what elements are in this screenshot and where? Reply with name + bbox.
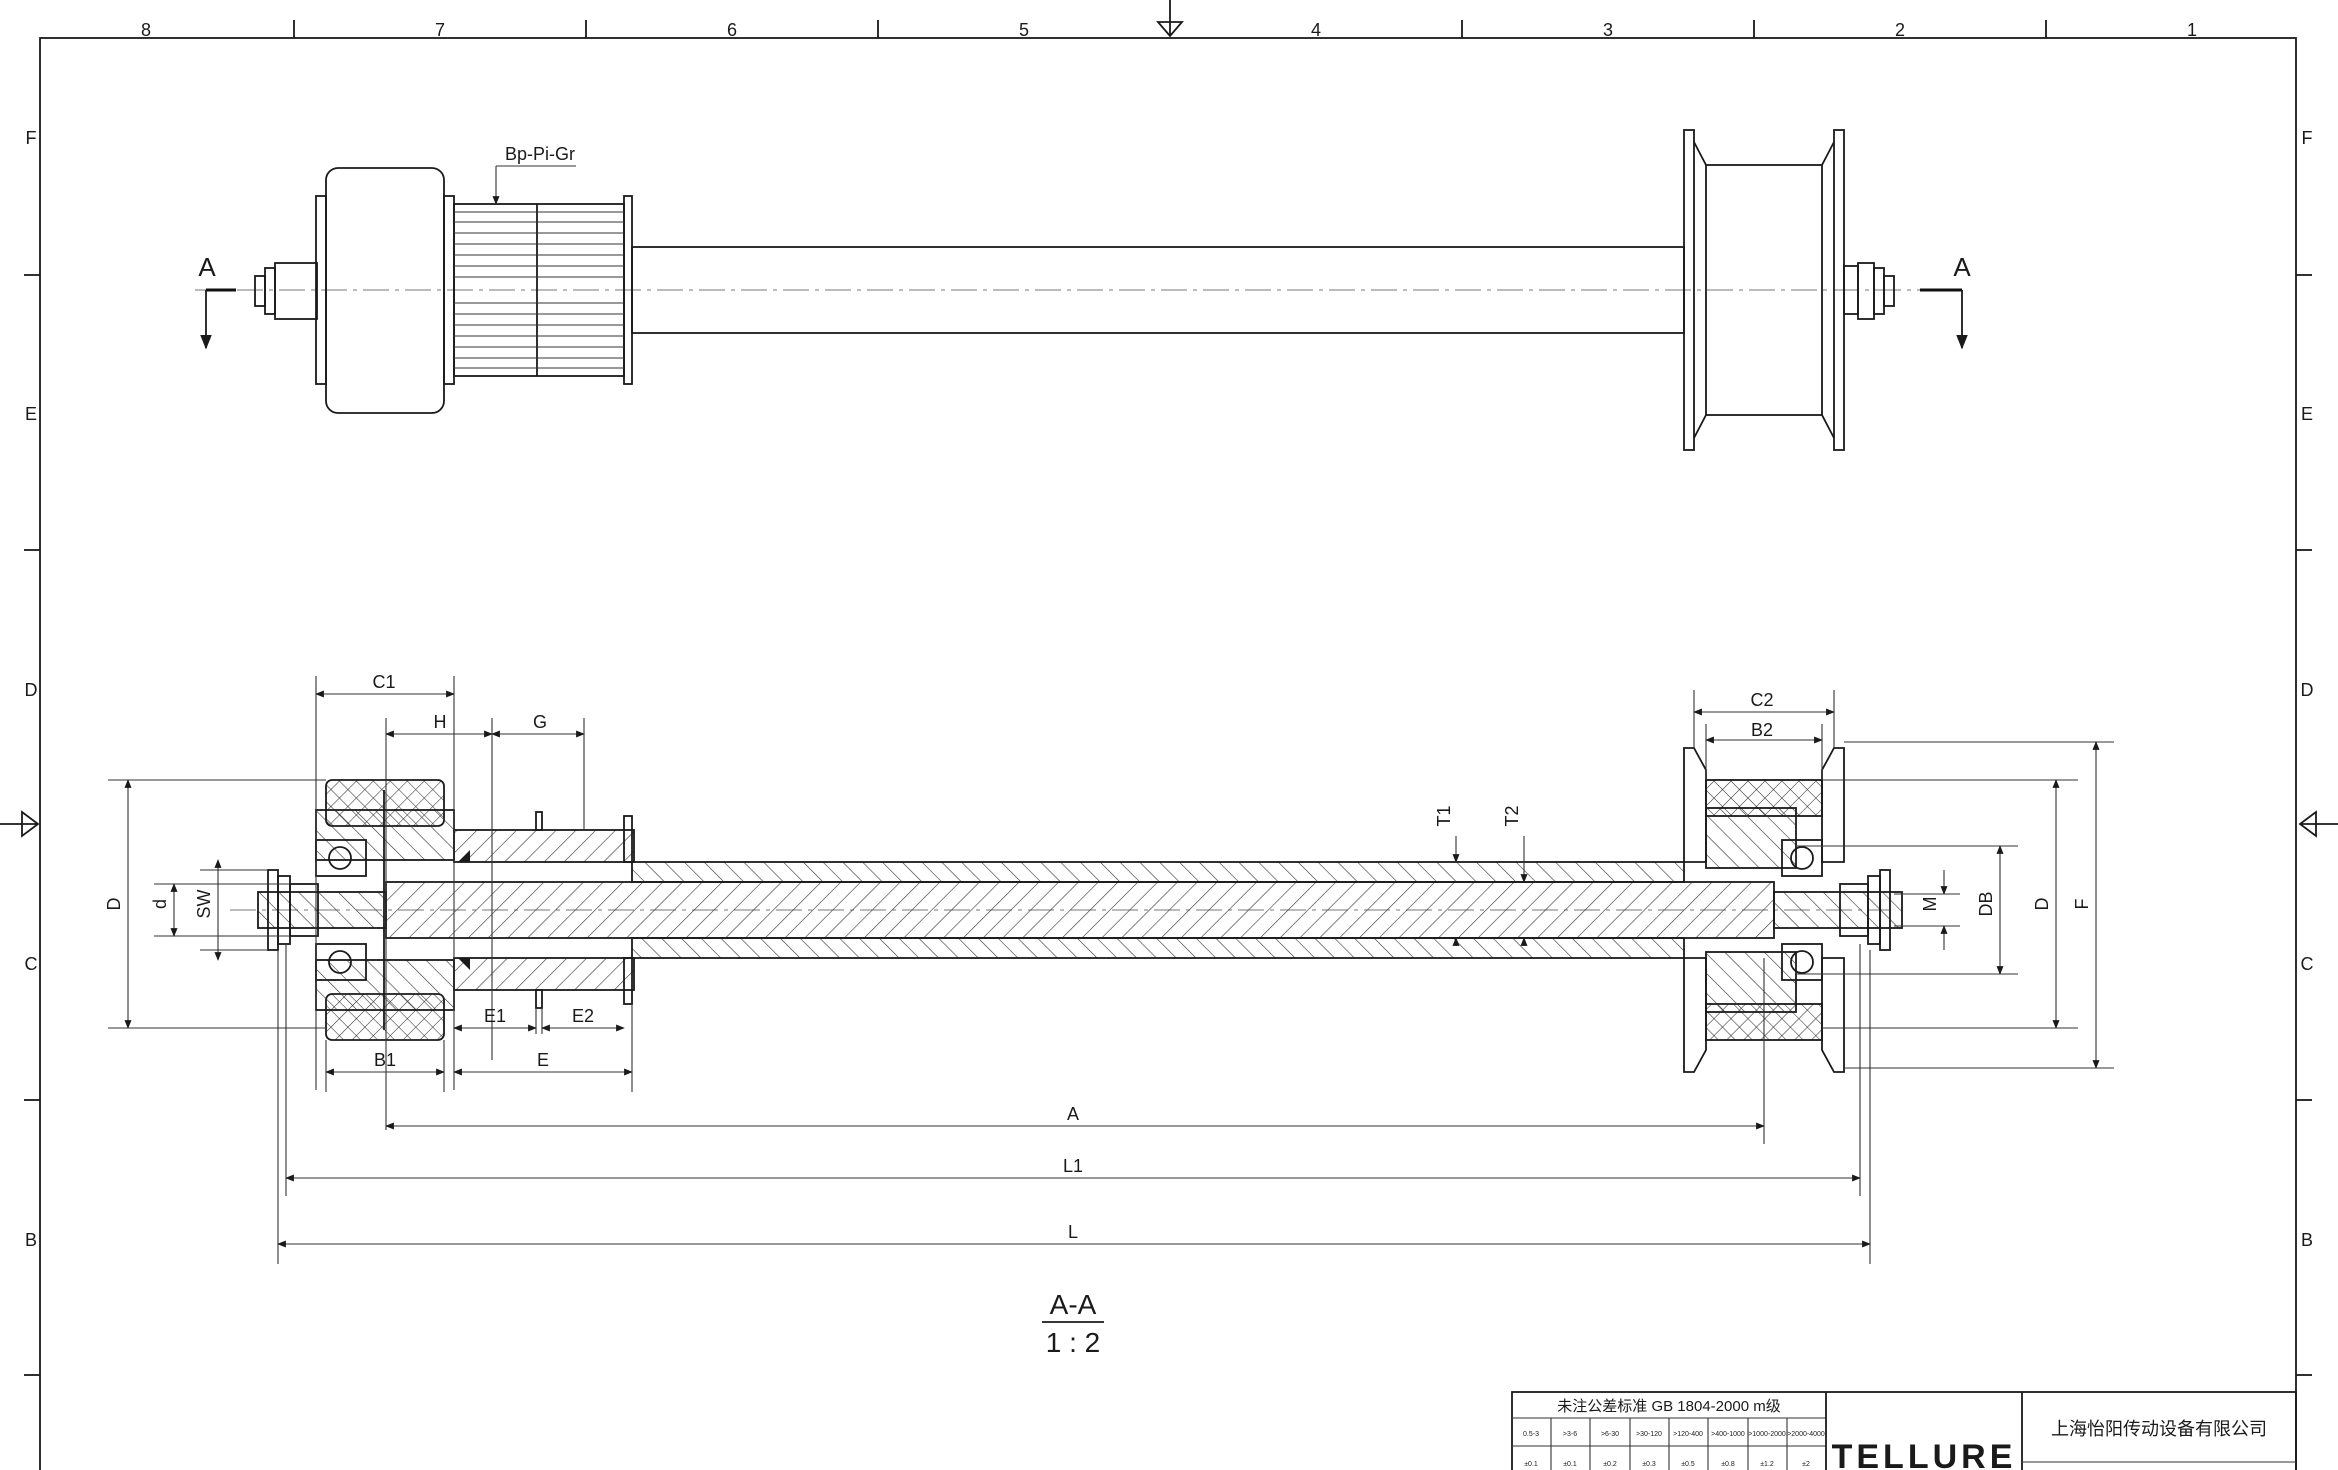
row-letter: E bbox=[25, 404, 37, 424]
bearing-ball bbox=[1790, 950, 1814, 974]
range-cell: 0.5-3 bbox=[1523, 1431, 1539, 1438]
tolerance-cell: ±0.1 bbox=[1524, 1461, 1538, 1468]
range-cell: >2000-4000 bbox=[1787, 1431, 1825, 1438]
dim-E2: E2 bbox=[572, 1006, 594, 1026]
dim-G: G bbox=[533, 712, 547, 732]
right-stub bbox=[1773, 891, 1903, 929]
column-number: 5 bbox=[1019, 20, 1029, 40]
section-marker-left: A bbox=[198, 252, 236, 350]
svg-text:A: A bbox=[1953, 252, 1971, 282]
column-number: 2 bbox=[1895, 20, 1905, 40]
dim-E1: E1 bbox=[484, 1006, 506, 1026]
range-cell: >120-400 bbox=[1673, 1431, 1703, 1438]
row-letter: B bbox=[25, 1230, 37, 1250]
dim-L: L bbox=[1068, 1222, 1078, 1242]
range-cell: >6-30 bbox=[1601, 1431, 1619, 1438]
dim-T2: T2 bbox=[1502, 805, 1522, 826]
section-view: C1 H G C2 B2 T1 T2 D d SW M DB D F E1 E2… bbox=[104, 672, 2114, 1358]
dimension-lines bbox=[108, 676, 2114, 1264]
dim-D-right: D bbox=[2032, 898, 2052, 911]
tolerance-cell: ±0.5 bbox=[1681, 1461, 1695, 1468]
dim-E: E bbox=[537, 1050, 549, 1070]
part-label-leader: Bp-Pi-Gr bbox=[492, 144, 576, 205]
svg-text:A: A bbox=[198, 252, 216, 282]
row-letter: B bbox=[2301, 1230, 2313, 1250]
range-cell: >3-6 bbox=[1563, 1431, 1577, 1438]
row-letter: C bbox=[2301, 954, 2314, 974]
part-label: Bp-Pi-Gr bbox=[505, 144, 575, 164]
tolerance-cell: ±0.8 bbox=[1721, 1461, 1735, 1468]
row-letter: C bbox=[25, 954, 38, 974]
dimension-labels: C1 H G C2 B2 T1 T2 D d SW M DB D F E1 E2… bbox=[104, 672, 2092, 1242]
tolerance-cell: ±0.2 bbox=[1603, 1461, 1617, 1468]
bearing-ball bbox=[328, 846, 352, 870]
column-number: 1 bbox=[2187, 20, 2197, 40]
timing-pulley bbox=[453, 195, 633, 385]
dim-H: H bbox=[434, 712, 447, 732]
row-letters: F E D C B F E D C B bbox=[25, 128, 2314, 1250]
section-scale: 1 : 2 bbox=[1046, 1327, 1100, 1358]
dim-DB: DB bbox=[1976, 891, 1996, 916]
title-block: 未注公差标准 GB 1804-2000 m级 0.5-3 >3-6 >6-30 … bbox=[1511, 1391, 2297, 1470]
range-cell: >30-120 bbox=[1636, 1431, 1662, 1438]
tolerance-cell: ±0.1 bbox=[1563, 1461, 1577, 1468]
row-letter: D bbox=[2301, 680, 2314, 700]
row-letter: D bbox=[25, 680, 38, 700]
bearing-ball bbox=[328, 950, 352, 974]
tolerance-cell: ±2 bbox=[1802, 1461, 1810, 1468]
tolerance-cell: ±0.3 bbox=[1642, 1461, 1656, 1468]
row-letter: E bbox=[2301, 404, 2313, 424]
dim-M: M bbox=[1920, 897, 1940, 912]
row-letter: F bbox=[2302, 128, 2313, 148]
pulley-hub-bottom bbox=[453, 957, 635, 991]
dim-A: A bbox=[1067, 1104, 1079, 1124]
tube-wall-bottom bbox=[631, 937, 1685, 959]
key bbox=[458, 850, 470, 862]
pulley-hub-top bbox=[453, 829, 635, 863]
column-number: 6 bbox=[727, 20, 737, 40]
top-view: A A Bp-Pi-Gr bbox=[195, 129, 1971, 451]
tolerance-cell: ±1.2 bbox=[1760, 1461, 1774, 1468]
tube-wall-top bbox=[631, 861, 1685, 883]
column-number: 3 bbox=[1603, 20, 1613, 40]
dim-F: F bbox=[2072, 899, 2092, 910]
column-number: 4 bbox=[1311, 20, 1321, 40]
shaft-section bbox=[385, 881, 1775, 939]
tolerance-note: 未注公差标准 GB 1804-2000 m级 bbox=[1557, 1398, 1780, 1415]
dim-D-left: D bbox=[104, 898, 124, 911]
range-cell: >400-1000 bbox=[1711, 1431, 1745, 1438]
column-number: 7 bbox=[435, 20, 445, 40]
section-title: A-A bbox=[1050, 1289, 1097, 1320]
company-name: 上海怡阳传动设备有限公司 bbox=[2051, 1419, 2267, 1440]
dim-C1: C1 bbox=[372, 672, 395, 692]
dim-B2: B2 bbox=[1751, 720, 1773, 740]
dim-L1: L1 bbox=[1063, 1156, 1083, 1176]
dim-T1: T1 bbox=[1434, 805, 1454, 826]
dim-d: d bbox=[150, 899, 170, 909]
company-logo: TELLURE bbox=[1832, 1438, 2017, 1470]
key bbox=[458, 958, 470, 970]
dim-B1: B1 bbox=[374, 1050, 396, 1070]
range-cell: >1000-2000 bbox=[1748, 1431, 1786, 1438]
column-numbers: 8 7 6 5 4 3 2 1 bbox=[141, 20, 2197, 40]
dim-SW: SW bbox=[194, 889, 214, 918]
dim-C2: C2 bbox=[1750, 690, 1773, 710]
row-letter: F bbox=[26, 128, 37, 148]
column-number: 8 bbox=[141, 20, 151, 40]
section-title-block: A-A 1 : 2 bbox=[1042, 1289, 1104, 1358]
left-stub bbox=[257, 891, 387, 929]
bearing-ball bbox=[1790, 846, 1814, 870]
section-marker-right: A bbox=[1920, 252, 1971, 350]
